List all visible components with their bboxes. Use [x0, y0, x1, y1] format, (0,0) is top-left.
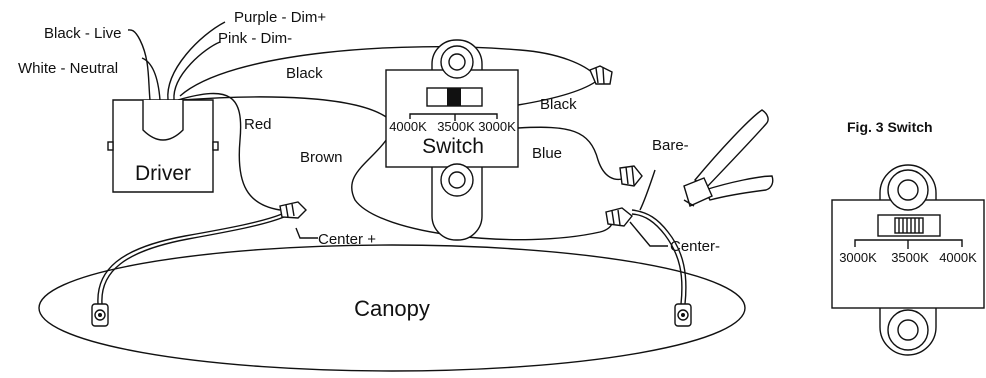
- label-center-plus: Center +: [318, 231, 376, 248]
- fig3-3500k: 3500K: [891, 250, 929, 265]
- canopy-label: Canopy: [354, 296, 430, 321]
- left-terminal: [91, 303, 109, 327]
- driver-label: Driver: [135, 162, 191, 185]
- label-brown: Brown: [300, 149, 343, 166]
- label-blue: Blue: [532, 145, 562, 162]
- label-black-right: Black: [540, 96, 577, 113]
- leader-lines: [295, 221, 668, 247]
- switch-3500k: 3500K: [437, 119, 475, 134]
- label-black-top: Black: [286, 65, 323, 82]
- fig3-switch-plate: [831, 164, 985, 356]
- switch-4000k: 4000K: [389, 119, 427, 134]
- right-terminal: [674, 303, 692, 327]
- wires: [97, 21, 687, 305]
- label-black-live: Black - Live: [44, 25, 122, 42]
- fig3-3000k: 3000K: [839, 250, 877, 265]
- label-center-minus: Center-: [670, 238, 720, 255]
- fig3-title: Fig. 3 Switch: [847, 119, 933, 135]
- wire-nut-black: [589, 65, 613, 85]
- switch-label: Switch: [422, 135, 484, 158]
- driver-box: [107, 99, 219, 193]
- label-white-neutral: White - Neutral: [18, 60, 118, 77]
- label-purple-dim-plus: Purple - Dim+: [234, 9, 326, 26]
- wire-nut-center-minus: [605, 207, 633, 227]
- wire-nut-blue: [619, 165, 643, 187]
- switch-3000k: 3000K: [478, 119, 516, 134]
- fig3-4000k: 4000K: [939, 250, 977, 265]
- canopy-ellipse: [38, 244, 746, 372]
- label-red: Red: [244, 116, 272, 133]
- wire-cutter-tool: [683, 109, 774, 207]
- switch-plate: [385, 39, 519, 241]
- label-bare: Bare-: [652, 137, 689, 154]
- wire-nut-center-plus: [279, 201, 307, 219]
- label-pink-dim-minus: Pink - Dim-: [218, 30, 292, 47]
